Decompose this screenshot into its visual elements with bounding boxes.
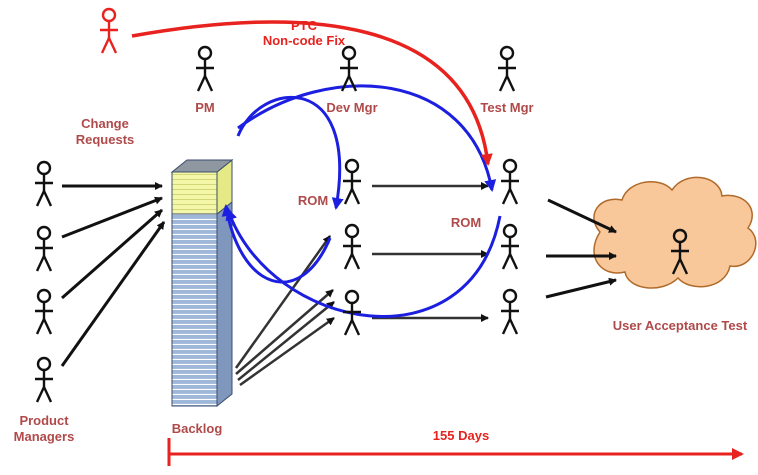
- ptc-label: PTC: [291, 18, 318, 33]
- product-manager-2-icon: [33, 225, 55, 273]
- product-manager-4-icon: [33, 356, 55, 404]
- rom-loop-test-mgr: [237, 84, 497, 192]
- arrow-pm2-backlog: [61, 196, 163, 239]
- non-code-fix-label: Non-code Fix: [263, 33, 346, 48]
- product-managers-label-1: Product: [19, 413, 69, 428]
- backlog-label: Backlog: [172, 421, 223, 436]
- rom-left-label: ROM: [298, 193, 328, 208]
- ptc-fix-arrow: [131, 20, 493, 166]
- uat-label: User Acceptance Test: [613, 318, 748, 333]
- test-to-uat-arrows: [545, 198, 617, 299]
- timeline: [167, 438, 744, 466]
- tester-3-icon: [499, 288, 521, 336]
- rom-right-label: ROM: [451, 215, 481, 230]
- developer-2-icon: [341, 223, 363, 271]
- product-manager-3-icon: [33, 288, 55, 336]
- change-requests-label-1: Change: [81, 116, 129, 131]
- tester-1-icon: [499, 158, 521, 206]
- dev-to-test-arrows: [372, 182, 489, 322]
- change-requests-label-2: Requests: [76, 132, 135, 147]
- arrow-pm3-backlog: [61, 208, 163, 300]
- backlog-column: [170, 158, 234, 408]
- dev-mgr-label: Dev Mgr: [326, 100, 377, 115]
- rom-loops: [221, 84, 502, 318]
- test-mgr-person-icon: [496, 45, 518, 93]
- ptc-person-icon: [98, 7, 120, 55]
- dev-mgr-person-icon: [338, 45, 360, 93]
- tester-2-icon: [499, 223, 521, 271]
- rom-return-dev: [221, 204, 332, 284]
- duration-label: 155 Days: [433, 428, 489, 443]
- developer-1-icon: [341, 158, 363, 206]
- pm-person-icon: [194, 45, 216, 93]
- rom-return-test: [225, 208, 502, 318]
- pm-label: PM: [195, 100, 215, 115]
- request-arrows: [60, 182, 166, 367]
- test-mgr-label: Test Mgr: [480, 100, 533, 115]
- backlog-to-dev-arrows: [234, 235, 335, 387]
- product-managers-label-2: Managers: [14, 429, 75, 444]
- rom-loop-dev-mgr: [236, 96, 344, 210]
- arrow-pm4-backlog: [60, 221, 166, 367]
- product-manager-1-icon: [33, 160, 55, 208]
- developer-3-icon: [341, 289, 363, 337]
